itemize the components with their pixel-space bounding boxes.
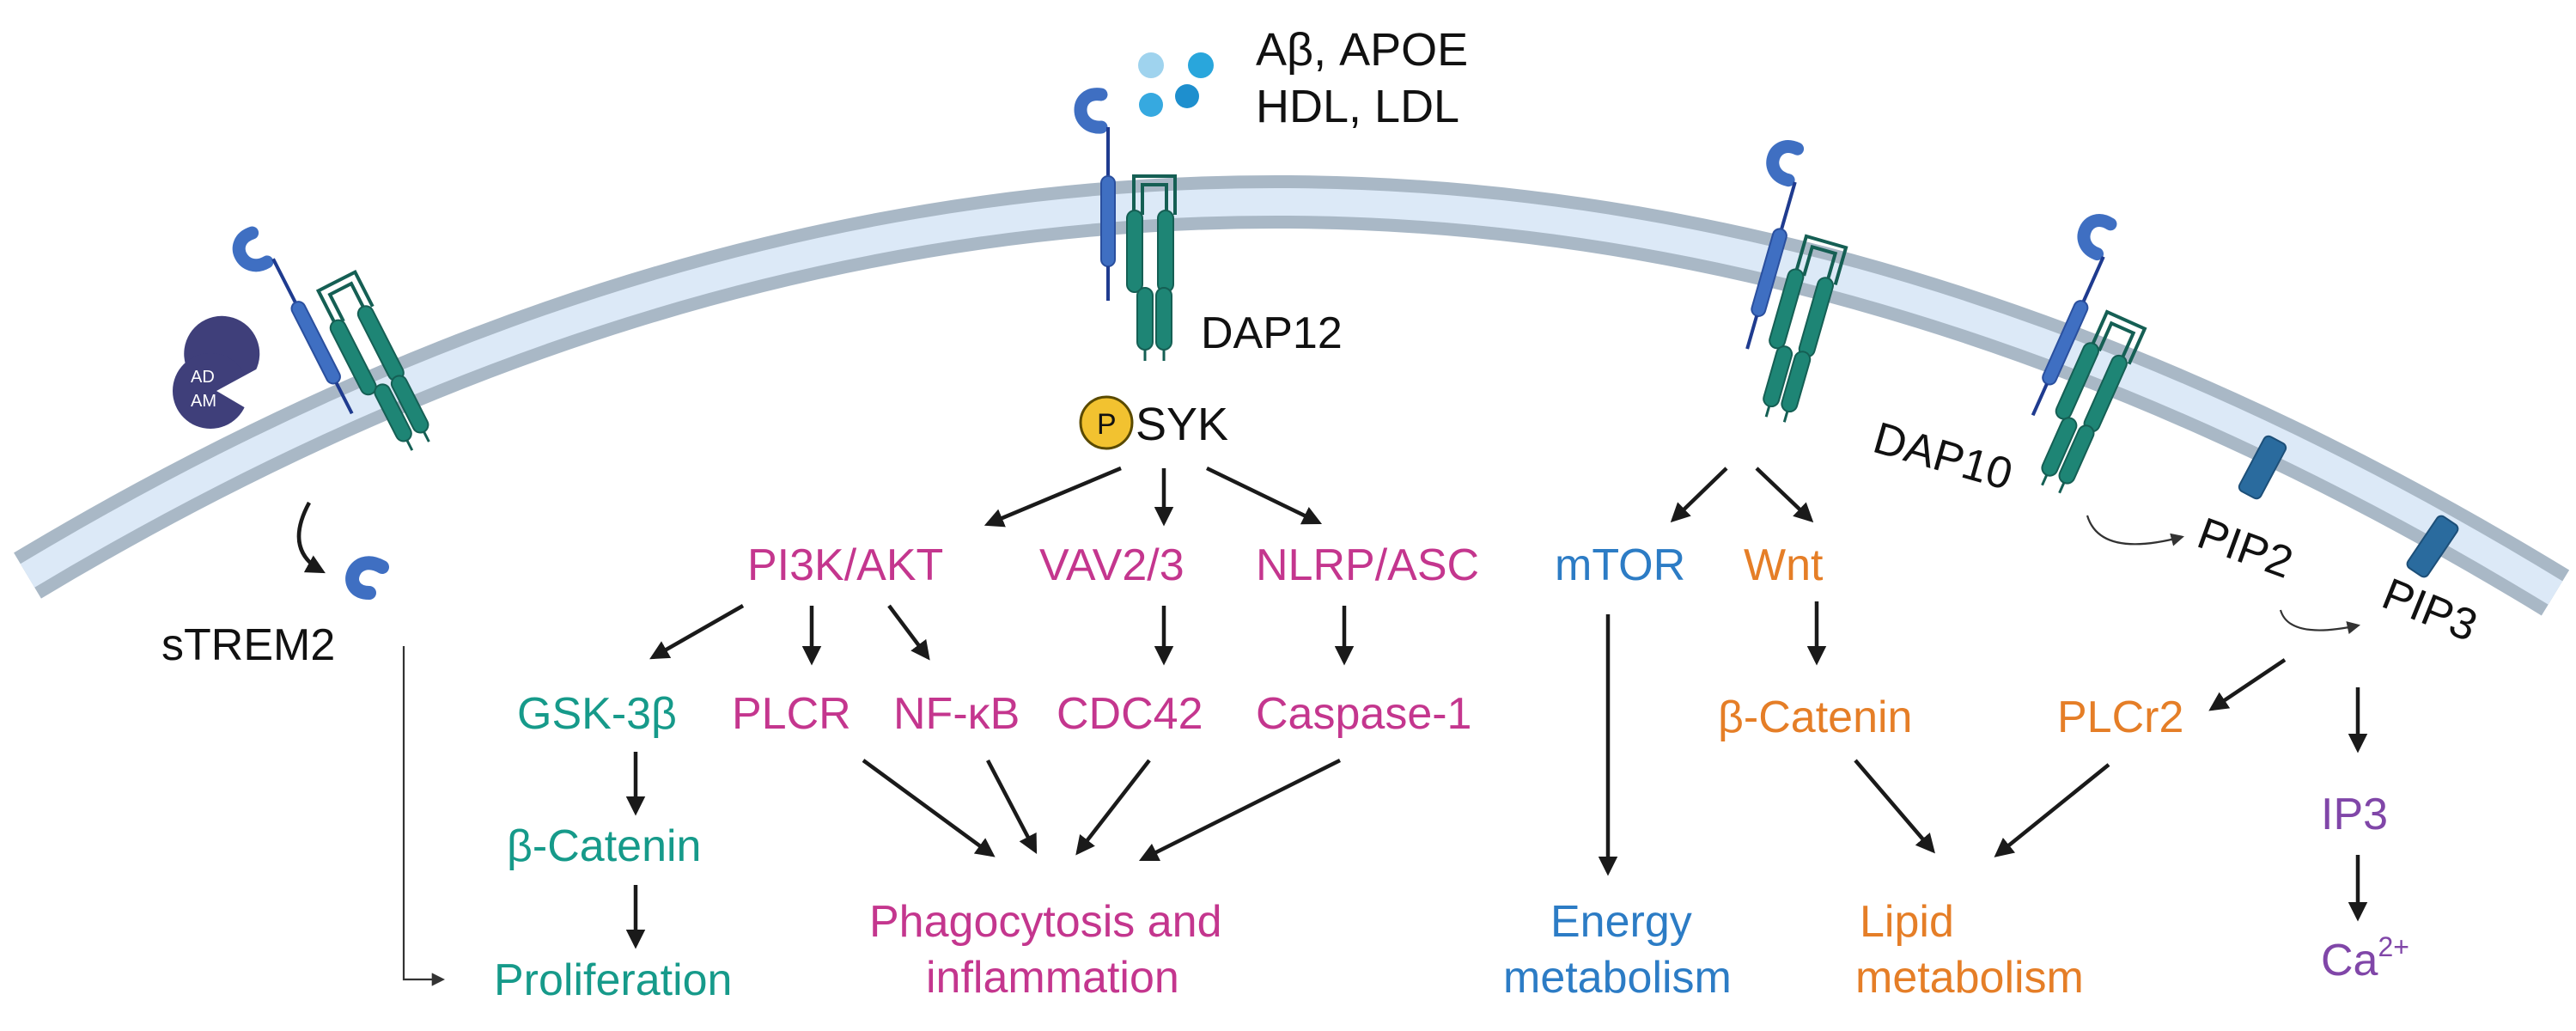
node-energy-line1: Energy [1550,897,1692,947]
node-energy-line2: metabolism [1503,953,1732,1003]
ligands-line1: Aβ, APOE [1256,24,1468,76]
arrow-pip3-plcr2 [2208,658,2287,711]
phospho-label: P [1097,408,1117,441]
ion-channel-icon-2 [2406,515,2459,578]
node-caspase1: Caspase-1 [1256,689,1471,739]
svg-text:AM: AM [191,392,216,411]
node-phagocytosis-line1: Phagocytosis and [869,897,1222,947]
arrow-plcr-phago [862,759,996,857]
node-nlrp-asc: NLRP/ASC [1256,540,1479,590]
arrow-plcr2-lipid [1994,763,2110,857]
node-ip3: IP3 [2321,790,2388,839]
node-lipid-line1: Lipid [1860,897,1954,947]
node-pip3: PIP3 [2376,569,2484,651]
node-vav: VAV2/3 [1039,540,1184,590]
node-bcatenin-right: β-Catenin [1718,692,1912,742]
arrow-syk-pi3k [984,466,1122,528]
node-plcr: PLCR [732,689,851,739]
cleavage-arrow [296,501,326,574]
node-plcr2: PLCr2 [2057,692,2183,742]
syk-label: SYK [1136,399,1228,450]
arrow-pi3k-nfkb [887,604,930,661]
ligand-molecules-icon [1138,52,1214,117]
adam-protease-icon: AD AM [173,315,260,429]
node-lipid-line2: metabolism [1855,953,2084,1003]
node-gsk3b: GSK-3β [517,689,677,739]
arrow-receptor-wnt [1755,467,1814,523]
arrow-nfkb-phago [986,759,1038,854]
node-mtor: mTOR [1555,540,1685,590]
node-calcium: Ca2+ [2321,931,2409,985]
arrow-receptor-mtor [1670,467,1728,523]
node-pip2: PIP2 [2191,509,2299,589]
strem2-label: sTREM2 [161,620,335,670]
node-wnt: Wnt [1744,540,1824,590]
dap10-label: DAP10 [1868,413,2018,500]
dap12-label: DAP12 [1201,308,1343,358]
arrow-dap10-pip2 [2086,515,2184,546]
arrow-caspase-phago [1138,758,1342,862]
arrow-bcatenin-lipid [1854,759,1935,854]
node-proliferation: Proliferation [494,955,732,1005]
svg-text:AD: AD [191,368,215,387]
arrow-syk-nlrp [1206,466,1323,525]
arrow-cdc42-phago [1075,759,1151,856]
arrow-pi3k-gsk [649,604,745,660]
node-phagocytosis-line2: inflammation [926,953,1179,1003]
node-nfkb: NF-κB [893,689,1020,739]
strem2-icon [345,556,389,600]
node-cdc42: CDC42 [1057,689,1203,739]
node-pi3k-akt: PI3K/AKT [747,540,943,590]
ion-channel-icon [2238,435,2287,500]
cell-membrane [14,175,2570,616]
strem2-proliferation-connector [402,646,446,986]
phospho-icon [1079,395,1134,450]
ligands-line2: HDL, LDL [1256,81,1459,132]
arrow-pip2-pip3 [2279,609,2361,635]
node-bcatenin-left: β-Catenin [507,821,701,871]
